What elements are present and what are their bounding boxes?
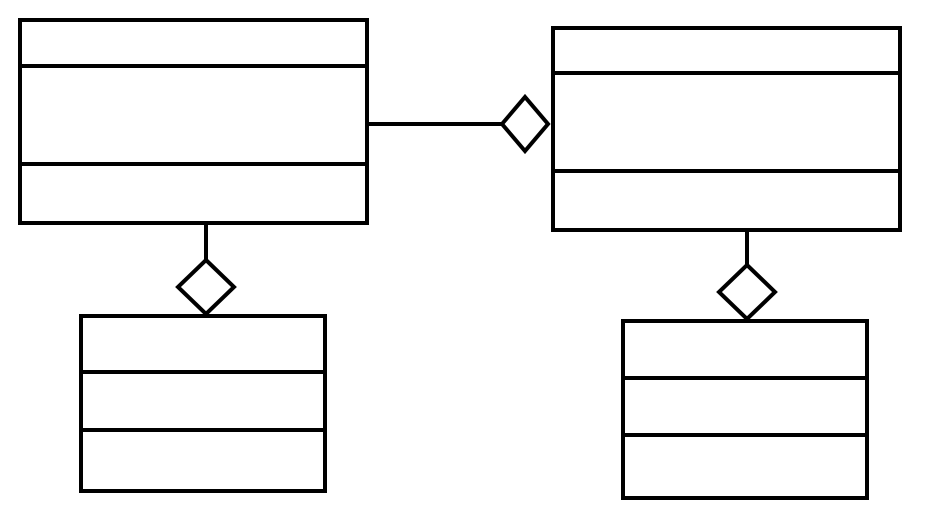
class-box-c-frame	[79, 314, 327, 493]
aggregation-diamond-icon	[499, 93, 551, 155]
class-box-a-frame	[18, 18, 369, 225]
aggregation-a-to-c[interactable]	[175, 223, 237, 317]
aggregation-a-to-b[interactable]	[367, 93, 551, 155]
class-box-d-frame	[621, 319, 869, 500]
class-box-d[interactable]	[621, 319, 869, 500]
class-box-b-frame	[551, 26, 902, 232]
class-box-c[interactable]	[79, 314, 327, 493]
class-box-b[interactable]	[551, 26, 902, 232]
aggregation-diamond-icon	[175, 257, 237, 317]
aggregation-b-to-d[interactable]	[716, 230, 778, 322]
aggregation-diamond-icon	[716, 262, 778, 322]
class-box-a[interactable]	[18, 18, 369, 225]
